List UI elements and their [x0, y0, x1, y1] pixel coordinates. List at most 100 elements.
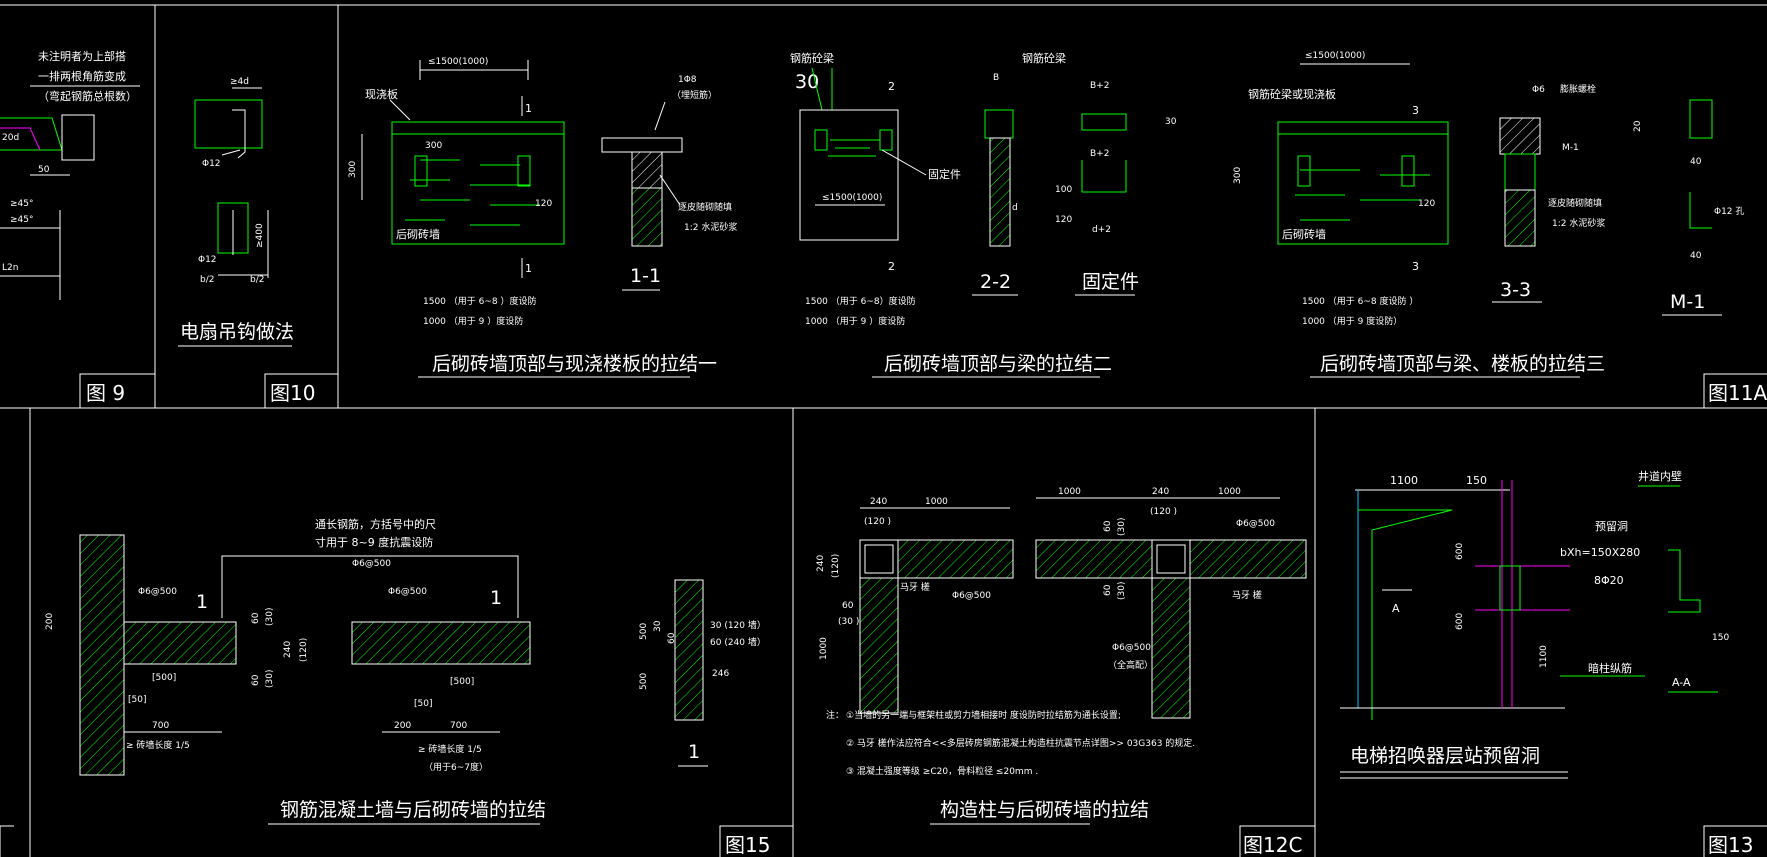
- s2-fix-100: 100: [1055, 185, 1072, 195]
- f13-150: 150: [1466, 474, 1487, 487]
- s1-note1: 1500 （用于 6~8 ）度设防: [423, 295, 536, 307]
- s1-cut-bot: 1: [525, 262, 532, 275]
- fig9-l2n: L2n: [2, 263, 18, 273]
- f15-50b: [50]: [414, 699, 432, 709]
- f15-200b: 200: [394, 721, 411, 731]
- f13-title: 电梯招唤器层站预留洞: [1350, 745, 1540, 767]
- s2-sec-beam: 钢筋砼梁: [1022, 51, 1066, 65]
- s3-note1: 1500 （用于 6~8 度设防 ）: [1302, 295, 1418, 307]
- f13-col: 暗柱纵筋: [1588, 661, 1632, 675]
- f15-50a: [50]: [128, 695, 146, 705]
- s3-beam: 钢筋砼梁或现浇板: [1248, 87, 1336, 101]
- s2-cut-bot: 2: [888, 260, 895, 273]
- s3-sec-bar2: 膨胀螺栓: [1560, 83, 1596, 95]
- fig9-detail: 未注明者为上部搭 一排两根角筋变成 （弯起钢筋总根数） 20d 50 ≥45° …: [0, 49, 140, 405]
- s1-dim-top: ≤1500(1000): [428, 57, 488, 67]
- fig12c-label: 图12C: [1243, 833, 1302, 857]
- s2-title: 后砌砖墙顶部与梁的拉结二: [884, 353, 1112, 375]
- f15-60a: 60: [251, 612, 261, 624]
- fig15-detail: 通长钢筋，方括号中的尺 寸用于 8~9 度抗震设防 Φ6@500 Φ6@500 …: [45, 517, 770, 857]
- s2-note1: 1500 （用于 6~8）度设防: [805, 295, 916, 307]
- fig11a-s1: ≤1500(1000) 现浇板 300 300 120 后砌砖墙 1 1 150…: [348, 57, 737, 378]
- f12-60: 60: [842, 601, 854, 611]
- fig9-label: 图 9: [86, 381, 125, 405]
- fig12c-detail: 240 1000 (120 ) 240 (120) 60 (30 ) 1000 …: [816, 487, 1307, 857]
- f15-500b: [500]: [450, 677, 474, 687]
- f13-600b: 600: [1455, 613, 1465, 630]
- f13-a: A: [1392, 602, 1400, 615]
- f12-r-dim2: 240: [1152, 487, 1169, 497]
- f12-r-bar: Φ6@500: [1236, 519, 1275, 529]
- fig10-dim-top: ≥4d: [230, 77, 249, 87]
- f12-r-horse: 马牙 槎: [1232, 589, 1262, 601]
- f15-bar3: Φ6@500: [388, 587, 427, 597]
- s3-note2: 1000 （用于 9 度设防）: [1302, 315, 1402, 327]
- fig9-note2: 一排两根角筋变成: [38, 69, 126, 83]
- s3-sec-label: 3-3: [1500, 279, 1531, 301]
- f15-30a: (30): [265, 608, 275, 626]
- f15-500a: [500]: [152, 673, 176, 683]
- f15-note2: 寸用于 8~9 度抗震设防: [315, 535, 433, 549]
- f12-r-60b: 60: [1103, 584, 1113, 596]
- f15-120: (120): [299, 638, 309, 662]
- fig13-label: 图13: [1708, 833, 1753, 857]
- f15-bar1: Φ6@500: [352, 559, 391, 569]
- fig10-bar1: Φ12: [202, 159, 221, 169]
- fig11a-s3: ≤1500(1000) 钢筋砼梁或现浇板 300 120 后砌砖墙 3 3 15…: [1233, 51, 1767, 405]
- s1-title: 后砌砖墙顶部与现浇楼板的拉结一: [432, 353, 717, 375]
- f12-note1: ①当墙的另一端与框架柱或剪力墙相接时 度设防时拉结筋为通长设置;: [846, 709, 1121, 721]
- f13-hole-size: bXh=150X280: [1560, 546, 1640, 559]
- s1-wall: 后砌砖墙: [396, 227, 440, 241]
- s3-dim-top: ≤1500(1000): [1305, 51, 1365, 61]
- f15-sec-r2: 60 (240 墙）: [710, 636, 766, 648]
- f12-r-dim1: 1000: [1058, 487, 1081, 497]
- s2-beam: 钢筋砼梁: [790, 51, 834, 65]
- s1-sec-note1: 逐皮随砌随填: [678, 201, 732, 213]
- s1-300a: 300: [425, 141, 442, 151]
- f13-150b: 150: [1712, 633, 1729, 643]
- f12-1000: 1000: [925, 497, 948, 507]
- fig9-50: 50: [38, 165, 50, 175]
- m1-40a: 40: [1690, 157, 1702, 167]
- s2-sec-b: B: [993, 73, 999, 83]
- s3-sec-m1: M-1: [1562, 143, 1579, 153]
- f15-len3: （用于6~7度）: [424, 761, 488, 773]
- f12-r-120: (120 ): [1150, 507, 1177, 517]
- f13-hole: 预留洞: [1595, 520, 1628, 533]
- s3-cut-bot: 3: [1412, 260, 1419, 273]
- f12-240: 240: [870, 497, 887, 507]
- f12-note2: ② 马牙 槎作法应符合<<多层砖房钢筋混凝土构造柱抗震节点详图>> 03G363…: [846, 737, 1195, 749]
- f15-sec-label: 1: [688, 741, 700, 763]
- f12-r-bar2: Φ6@500: [1112, 643, 1151, 653]
- s2-fix-30: 30: [1165, 117, 1177, 127]
- f13-bar: 8Φ20: [1594, 574, 1624, 587]
- s1-sec-label: 1-1: [630, 265, 661, 287]
- fig10-bar2: Φ12: [198, 255, 217, 265]
- fig10-detail: ≥4d Φ12 Φ12 b/2 b/2 ≥400 电扇吊钩做法 图10: [178, 77, 315, 405]
- f12-120: (120 ): [864, 517, 891, 527]
- f12-title: 构造柱与后砌砖墙的拉结: [940, 799, 1149, 821]
- s3-sec-note1: 逐皮随砌随填: [1548, 197, 1602, 209]
- fig10-b2a: b/2: [200, 275, 214, 285]
- sheet-frame: [0, 4, 1767, 857]
- s3-120: 120: [1418, 199, 1435, 209]
- fig9-note1: 未注明者为上部搭: [38, 49, 126, 63]
- fig9-angle2: ≥45°: [10, 215, 34, 225]
- f15-title: 钢筋混凝土墙与后砌砖墙的拉结: [280, 799, 546, 821]
- s2-sec-d: d: [1012, 203, 1018, 213]
- s1-300b: 300: [348, 161, 358, 178]
- f15-sec-500a: 500: [639, 623, 649, 640]
- s3-sec-note2: 1:2 水泥砂浆: [1552, 217, 1605, 229]
- s1-cut-top: 1: [525, 102, 532, 115]
- s1-sec-bar2: （埋短筋）: [672, 89, 717, 101]
- f15-cut2: 1: [490, 587, 502, 609]
- f12-horse: 马牙 槎: [900, 581, 930, 593]
- fig15-label: 图15: [725, 833, 770, 857]
- f13-1100: 1100: [1390, 474, 1418, 487]
- s3-300: 300: [1233, 167, 1243, 184]
- s2-fix-d2: d+2: [1092, 225, 1111, 235]
- s2-30: 30: [795, 71, 819, 93]
- f15-sec-60: 60: [667, 632, 677, 644]
- f12-1000v: 1000: [819, 637, 829, 660]
